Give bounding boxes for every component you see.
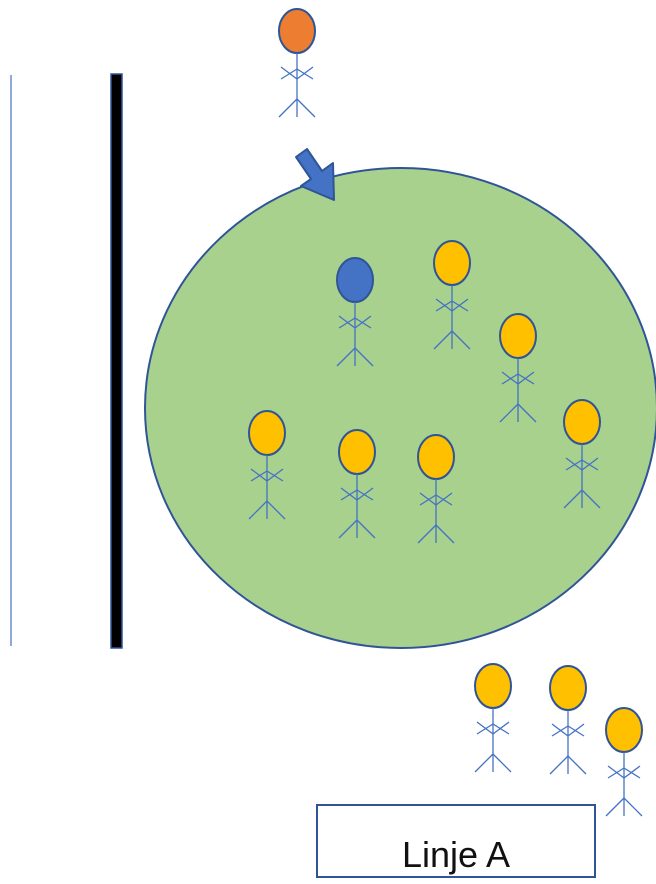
- queue-figure: [474, 663, 512, 773]
- figure-limb: [266, 500, 286, 520]
- figure-limb: [266, 470, 284, 482]
- figure-limb: [338, 519, 358, 539]
- inside-figure: [499, 313, 537, 423]
- figure-limb: [356, 489, 374, 501]
- line-label-text: Linje A: [401, 834, 511, 875]
- figure-limb: [280, 68, 298, 80]
- figure-limb: [296, 98, 316, 118]
- figure-limb: [551, 725, 569, 737]
- figure-limb: [354, 317, 372, 329]
- figure-limb: [581, 489, 601, 509]
- figure-limb: [623, 765, 641, 779]
- figure-head: [336, 257, 374, 303]
- figure-limb: [280, 66, 298, 80]
- figure-limb: [340, 487, 358, 501]
- figure-limb: [419, 494, 437, 506]
- figure-limb: [476, 721, 494, 735]
- figure-limb: [623, 797, 643, 817]
- queue-figure: [605, 707, 643, 817]
- figure-head: [474, 663, 512, 709]
- figure-limb: [435, 524, 455, 544]
- figure-head: [499, 313, 537, 359]
- figure-limb: [250, 470, 268, 482]
- figure-limb: [563, 489, 583, 509]
- figure-limb: [501, 371, 519, 385]
- figure-head: [563, 399, 601, 445]
- figure-limb: [435, 492, 453, 506]
- figure-limb: [451, 298, 469, 312]
- figure-limb: [435, 494, 453, 506]
- figure-limb: [565, 457, 583, 471]
- figure-limb: [492, 723, 510, 735]
- figure-head: [338, 429, 376, 475]
- figure-limb: [338, 317, 356, 329]
- figure-limb: [338, 315, 356, 329]
- figure-limb: [474, 753, 494, 773]
- figure-head: [278, 8, 316, 54]
- inside-figure: [338, 429, 376, 539]
- figure-limb: [551, 723, 569, 737]
- figure-limb: [250, 468, 268, 482]
- figure-limb: [356, 519, 376, 539]
- figure-limb: [492, 753, 512, 773]
- figure-limb: [605, 797, 625, 817]
- figure-head: [248, 410, 286, 456]
- figure-limb: [623, 767, 641, 779]
- figure-limb: [296, 66, 314, 80]
- figure-limb: [581, 457, 599, 471]
- figure-limb: [336, 347, 356, 367]
- entry-arrow: [295, 148, 335, 201]
- figures-layer: [248, 8, 643, 817]
- figure-limb: [517, 373, 535, 385]
- figure-limb: [451, 330, 471, 350]
- figure-limb: [565, 459, 583, 471]
- figure-limb: [549, 755, 569, 775]
- arriving-figure: [278, 8, 316, 118]
- figure-limb: [517, 403, 537, 423]
- figure-limb: [435, 300, 453, 312]
- figure-limb: [266, 468, 284, 482]
- figure-limb: [433, 330, 453, 350]
- figure-limb: [296, 68, 314, 80]
- figure-limb: [419, 492, 437, 506]
- figure-limb: [567, 723, 585, 737]
- figure-limb: [278, 98, 298, 118]
- group-circle: [144, 167, 656, 649]
- figure-limb: [354, 347, 374, 367]
- figure-limb: [417, 524, 437, 544]
- inside-figure: [248, 410, 286, 520]
- figure-head: [417, 434, 455, 480]
- figure-limb: [499, 403, 519, 423]
- figure-limb: [567, 725, 585, 737]
- figure-limb: [607, 767, 625, 779]
- figure-limb: [501, 373, 519, 385]
- figure-limb: [356, 487, 374, 501]
- figure-limb: [607, 765, 625, 779]
- inside-figure: [336, 257, 374, 367]
- figure-limb: [567, 755, 587, 775]
- figure-limb: [435, 298, 453, 312]
- figure-limb: [451, 300, 469, 312]
- line-label-box: Linje A: [316, 804, 596, 878]
- figure-limb: [248, 500, 268, 520]
- figure-head: [605, 707, 643, 753]
- figure-limb: [492, 721, 510, 735]
- figure-head: [433, 240, 471, 286]
- figure-limb: [517, 371, 535, 385]
- figure-limb: [476, 723, 494, 735]
- thick-barrier-bar: [110, 73, 123, 649]
- figure-limb: [354, 315, 372, 329]
- figure-limb: [581, 459, 599, 471]
- inside-figure: [563, 399, 601, 509]
- figure-head: [549, 665, 587, 711]
- figure-limb: [340, 489, 358, 501]
- queue-figure: [549, 665, 587, 775]
- inside-figure: [417, 434, 455, 544]
- inside-figure: [433, 240, 471, 350]
